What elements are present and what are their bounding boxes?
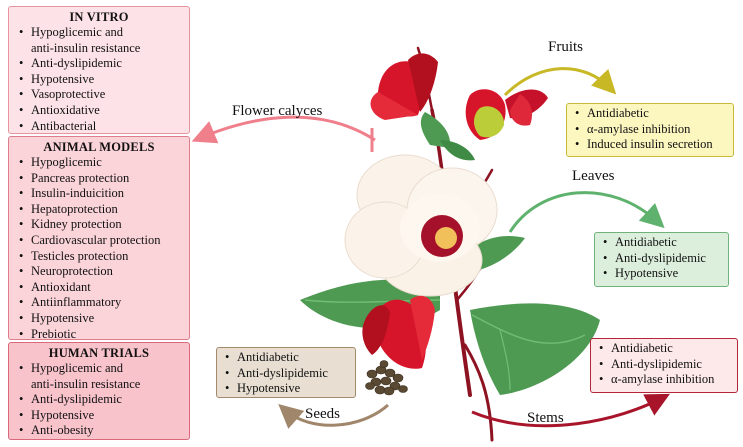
- list-item: Induced insulin secretion: [569, 137, 731, 153]
- list-item: Anti-dyslipidemic: [597, 251, 726, 267]
- arrow-fruits: [503, 67, 617, 97]
- list-item: Prebiotic: [13, 327, 185, 343]
- list-item: anti-insulin resistance: [31, 376, 141, 391]
- list-item: Cardiovascular protection: [13, 233, 185, 249]
- label-fruits: Fruits: [548, 39, 584, 55]
- animal-models-box: ANIMAL MODELS Hypoglicemic Pancreas prot…: [8, 136, 190, 342]
- fruits-box: Antidiabetic α-amylase inhibition Induce…: [566, 103, 734, 157]
- list-item: Antidiabetic: [219, 350, 353, 366]
- list-item: Hypotensive: [597, 266, 726, 282]
- arrow-seeds: [278, 403, 389, 429]
- in-vitro-list: Hypoglicemic and anti-insulin resistance…: [13, 25, 185, 134]
- label-leaves: Leaves: [572, 168, 615, 184]
- human-trials-box: HUMAN TRIALS Hypoglicemic and anti-insul…: [8, 342, 190, 440]
- fruits-list: Antidiabetic α-amylase inhibition Induce…: [569, 106, 731, 153]
- seeds-list: Antidiabetic Anti-dyslipidemic Hypotensi…: [219, 350, 353, 397]
- leaf-top: [420, 112, 451, 148]
- list-item: Hypotensive: [13, 408, 185, 424]
- list-item: Anti-obesity: [13, 423, 185, 439]
- list-item: Anti-dyslipidemic: [593, 357, 735, 373]
- list-item: Testicles protection: [13, 249, 185, 265]
- seed-pile: [365, 360, 408, 396]
- in-vitro-box: IN VITRO Hypoglicemic and anti-insulin r…: [8, 6, 190, 134]
- list-item: Hypoglicemic: [13, 155, 185, 171]
- list-item: Antiinflammatory: [13, 295, 185, 311]
- red-calyces-top: [370, 53, 548, 140]
- white-flower: [344, 154, 498, 297]
- list-item: Hypotensive: [13, 311, 185, 327]
- label-stems: Stems: [527, 410, 564, 426]
- list-item: Kidney protection: [13, 217, 185, 233]
- animal-models-list: Hypoglicemic Pancreas protection Insulin…: [13, 155, 185, 342]
- list-item: Hypoglicemic and: [13, 25, 185, 41]
- seeds-box: Antidiabetic Anti-dyslipidemic Hypotensi…: [216, 347, 356, 398]
- list-item: Pancreas protection: [13, 171, 185, 187]
- list-item: Antidiabetic: [597, 235, 726, 251]
- stems-list: Antidiabetic Anti-dyslipidemic α-amylase…: [593, 341, 735, 388]
- label-flower-calyces: Flower calyces: [232, 103, 323, 119]
- leaves-box: Antidiabetic Anti-dyslipidemic Hypotensi…: [594, 232, 729, 287]
- arrow-stems: [471, 393, 670, 428]
- list-item: Antioxidative: [13, 103, 185, 119]
- red-calyx-bottom: [362, 295, 435, 369]
- list-item: Hypotensive: [219, 381, 353, 397]
- leaves-list: Antidiabetic Anti-dyslipidemic Hypotensi…: [597, 235, 726, 282]
- list-item: Antibacterial: [13, 119, 185, 135]
- flower-stamen: [435, 227, 457, 249]
- list-item: Neuroprotection: [13, 264, 185, 280]
- leaf-right-lower: [470, 303, 600, 395]
- list-item: Hepatoprotection: [13, 202, 185, 218]
- list-item: Vasoprotective: [13, 87, 185, 103]
- leaf-small-right: [440, 140, 475, 161]
- list-item: anti-insulin resistance: [31, 40, 141, 55]
- list-item: Anti-dyslipidemic: [13, 56, 185, 72]
- list-item: Anti-dyslipidemic: [13, 392, 185, 408]
- list-item: Antidiabetic: [593, 341, 735, 357]
- animal-models-title: ANIMAL MODELS: [43, 140, 155, 154]
- list-item: Insulin-induicition: [13, 186, 185, 202]
- in-vitro-title: IN VITRO: [69, 10, 129, 24]
- human-trials-list: Hypoglicemic and anti-insulin resistance…: [13, 361, 185, 439]
- human-trials-title: HUMAN TRIALS: [48, 346, 150, 360]
- list-item: Hypoglicemic and: [13, 361, 185, 377]
- list-item: Antidiabetic: [569, 106, 731, 122]
- label-seeds: Seeds: [305, 406, 340, 422]
- stems-box: Antidiabetic Anti-dyslipidemic α-amylase…: [590, 338, 738, 393]
- arrow-leaves: [508, 191, 665, 233]
- list-item: Anti-dyslipidemic: [219, 366, 353, 382]
- list-item: Antioxidant: [13, 280, 185, 296]
- list-item: α-amylase inhibition: [593, 372, 735, 388]
- list-item: Hypotensive: [13, 72, 185, 88]
- arrow-flower-calyces: [191, 115, 376, 152]
- list-item: α-amylase inhibition: [569, 122, 731, 138]
